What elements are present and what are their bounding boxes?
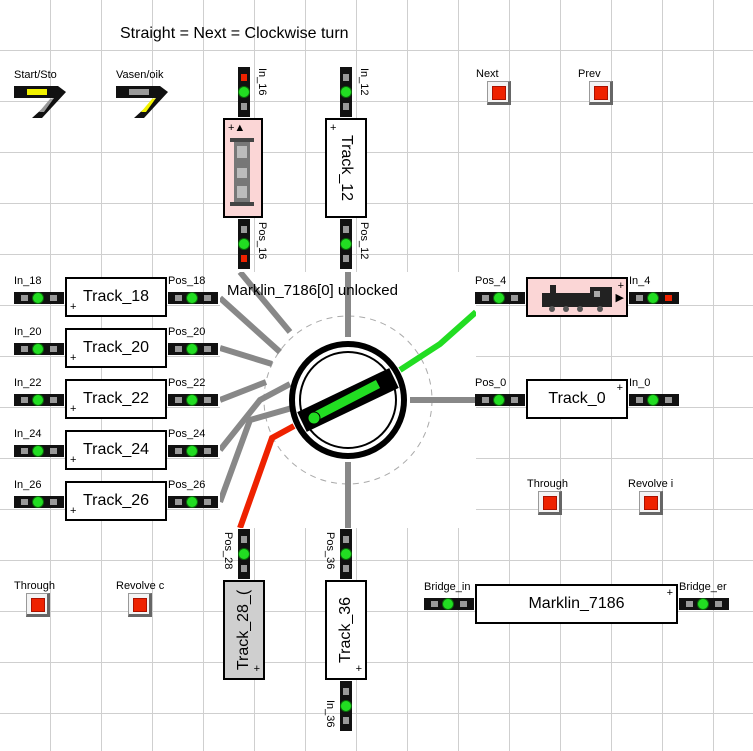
bridge-box[interactable]: +Marklin_7186 [475, 584, 678, 624]
through-right-button[interactable] [538, 491, 562, 515]
in-18-sensor[interactable] [14, 292, 64, 304]
pos-36-sensor[interactable] [340, 529, 352, 579]
bridge-in-sensor[interactable] [424, 598, 474, 610]
revolve-right-label: Revolve i [628, 478, 674, 490]
revolve-right-button[interactable] [639, 491, 663, 515]
track-20-label: Track_20 [82, 339, 150, 356]
turntable-panel[interactable]: Marklin_7186[0] unlocked [220, 272, 476, 528]
next-button[interactable] [487, 81, 511, 105]
in-16-sensor[interactable] [238, 67, 250, 117]
vasen-oik-label: Vasen/oik [116, 69, 164, 81]
pos-28-label: Pos_28 [222, 532, 234, 570]
in-22-sensor[interactable] [14, 394, 64, 406]
track-4-occupied-box[interactable]: + ▶ [526, 277, 628, 317]
track-26-box[interactable]: +Track_26 [65, 481, 167, 521]
revolve-left-label: Revolve c [116, 580, 165, 592]
pos-22-label: Pos_22 [168, 377, 206, 389]
next-label: Next [476, 68, 499, 80]
in-26-sensor[interactable] [14, 496, 64, 508]
bridge-out-sensor[interactable] [679, 598, 729, 610]
pos-24-sensor[interactable] [168, 445, 218, 457]
in-22-label: In_22 [14, 377, 42, 389]
start-stop-signal-icon[interactable] [14, 82, 66, 118]
track-36-label: Track_36 [337, 596, 355, 664]
in-4-label: In_4 [629, 275, 651, 287]
in-4-sensor[interactable] [629, 292, 679, 304]
track-20-box[interactable]: +Track_20 [65, 328, 167, 368]
in-12-label: In_12 [358, 68, 370, 96]
vasen-oik-signal-icon[interactable] [116, 82, 168, 118]
track-18-box[interactable]: +Track_18 [65, 277, 167, 317]
bridge-label: Marklin_7186 [528, 595, 625, 612]
pos-26-sensor[interactable] [168, 496, 218, 508]
bridge-in-label: Bridge_in [424, 581, 471, 593]
track-18-label: Track_18 [82, 288, 150, 305]
pos-18-sensor[interactable] [168, 292, 218, 304]
pos-22-sensor[interactable] [168, 394, 218, 406]
pos-20-label: Pos_20 [168, 326, 206, 338]
track-16-occupied-box[interactable]: +▲ [223, 118, 263, 218]
pos-20-sensor[interactable] [168, 343, 218, 355]
steam-locomotive-icon [542, 285, 612, 312]
through-right-label: Through [527, 478, 568, 490]
pos-16-sensor[interactable] [238, 219, 250, 269]
in-12-sensor[interactable] [340, 67, 352, 117]
in-36-label: In_36 [324, 700, 336, 728]
pos-4-label: Pos_4 [475, 275, 507, 287]
track-12-box[interactable]: + Track_12 [325, 118, 367, 218]
pos-24-label: Pos_24 [168, 428, 206, 440]
track-24-box[interactable]: +Track_24 [65, 430, 167, 470]
pos-0-label: Pos_0 [475, 377, 507, 389]
through-left-label: Through [14, 580, 55, 592]
track-22-box[interactable]: +Track_22 [65, 379, 167, 419]
start-stop-label: Start/Sto [14, 69, 57, 81]
bridge-out-label: Bridge_er [679, 581, 727, 593]
pos-4-sensor[interactable] [475, 292, 525, 304]
track-28-label: Track_28_( [235, 589, 253, 671]
in-16-label: In_16 [256, 68, 268, 96]
in-24-label: In_24 [14, 428, 42, 440]
in-0-sensor[interactable] [629, 394, 679, 406]
in-18-label: In_18 [14, 275, 42, 287]
in-20-sensor[interactable] [14, 343, 64, 355]
pos-12-label: Pos_12 [358, 222, 370, 260]
track-24-label: Track_24 [82, 441, 150, 458]
in-36-sensor[interactable] [340, 681, 352, 731]
pos-28-sensor[interactable] [238, 529, 250, 579]
in-26-label: In_26 [14, 479, 42, 491]
track-28-box[interactable]: + Track_28_( [223, 580, 265, 680]
through-left-button[interactable] [26, 593, 50, 617]
in-0-label: In_0 [629, 377, 651, 389]
pos-36-label: Pos_36 [324, 532, 336, 570]
turntable-diagram [220, 272, 476, 528]
track-26-label: Track_26 [82, 492, 150, 509]
in-20-label: In_20 [14, 326, 42, 338]
pos-0-sensor[interactable] [475, 394, 525, 406]
in-24-sensor[interactable] [14, 445, 64, 457]
track-0-label: Track_0 [548, 390, 606, 407]
pos-16-label: Pos_16 [256, 222, 268, 260]
track-0-box[interactable]: +Track_0 [526, 379, 628, 419]
pos-12-sensor[interactable] [340, 219, 352, 269]
pos-26-label: Pos_26 [168, 479, 206, 491]
prev-label: Prev [578, 68, 601, 80]
track-36-box[interactable]: + Track_36 [325, 580, 367, 680]
locomotive-icon [230, 138, 254, 206]
turntable-status: Marklin_7186[0] unlocked [227, 282, 398, 299]
pos-18-label: Pos_18 [168, 275, 206, 287]
revolve-left-button[interactable] [128, 593, 152, 617]
track-12-label: Track_12 [338, 134, 356, 202]
prev-button[interactable] [589, 81, 613, 105]
track-22-label: Track_22 [82, 390, 150, 407]
header-title: Straight = Next = Clockwise turn [120, 25, 349, 42]
